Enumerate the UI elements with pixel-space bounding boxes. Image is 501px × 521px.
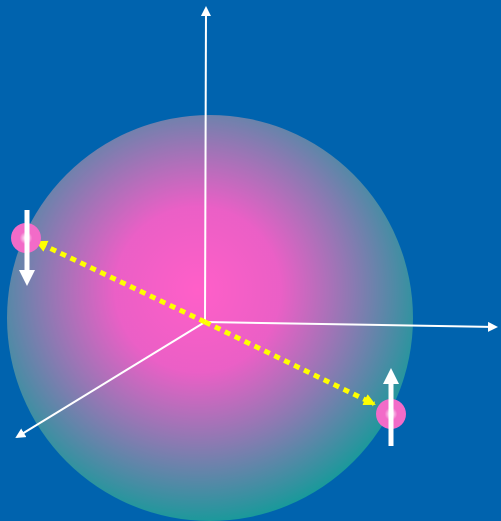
sphere — [7, 115, 413, 521]
axes — [15, 6, 498, 439]
separation-arrow-to-right — [203, 319, 376, 407]
z-axis-arrow — [200, 6, 211, 323]
separation-arrow-to-left — [35, 239, 207, 325]
particle-left — [11, 210, 41, 286]
particle-right — [376, 368, 406, 446]
y-axis-arrow — [15, 321, 206, 439]
x-axis-arrow — [204, 321, 498, 332]
separation-line — [35, 239, 376, 407]
